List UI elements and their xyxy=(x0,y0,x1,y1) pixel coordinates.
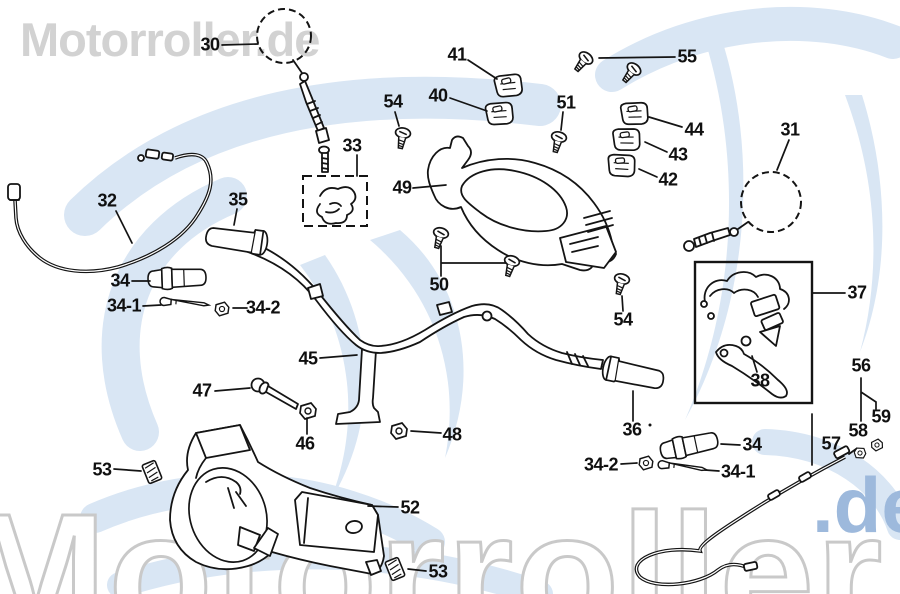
part-label-41: 41 xyxy=(447,44,467,65)
switch-43-drawing xyxy=(611,125,643,154)
nut-58-drawing xyxy=(852,445,868,461)
part-label-34-2-left: 34-2 xyxy=(245,297,281,318)
brand-watermark-bottom-text: Motorroller xyxy=(0,479,884,594)
screw-50b-drawing xyxy=(499,253,522,279)
brake-lever-box-drawing xyxy=(693,260,814,405)
clip-53-left-drawing xyxy=(140,459,164,485)
switch-40-drawing xyxy=(483,98,516,129)
nut-48-drawing xyxy=(390,422,408,440)
nut-46-drawing xyxy=(299,402,317,420)
screw-55b-drawing xyxy=(617,59,644,87)
part-label-31: 31 xyxy=(780,119,800,140)
part-label-35: 35 xyxy=(228,189,248,210)
part-label-50: 50 xyxy=(429,274,449,295)
screw-34-1-left-drawing xyxy=(159,296,210,310)
screw-54-top-drawing xyxy=(392,125,413,151)
mirror-left-drawing xyxy=(256,8,330,144)
clip-53-bottom-drawing xyxy=(383,556,407,582)
part-label-36: 36 xyxy=(622,419,642,440)
part-label-34-1-right: 34-1 xyxy=(720,461,756,482)
part-label-53-bottom: 53 xyxy=(428,561,448,582)
part-label-53-left: 53 xyxy=(92,459,112,480)
throttle-piece-right-drawing xyxy=(657,428,721,464)
part-label-44: 44 xyxy=(684,119,704,140)
brake-cable-drawing xyxy=(634,445,857,587)
part-label-58: 58 xyxy=(848,420,868,441)
switch-41-drawing xyxy=(492,70,526,101)
part-label-48: 48 xyxy=(442,424,462,445)
part-label-37: 37 xyxy=(847,282,867,303)
part-label-47: 47 xyxy=(192,380,212,401)
part-label-33: 33 xyxy=(342,135,362,156)
bolt-47-drawing xyxy=(250,377,299,410)
part-label-59: 59 xyxy=(871,406,891,427)
nut-34-2-right-drawing xyxy=(638,455,654,471)
logo-swoosh-right xyxy=(595,6,900,540)
leader-lines xyxy=(113,43,877,572)
part-label-46: 46 xyxy=(295,433,315,454)
throttle-piece-left-drawing xyxy=(146,265,208,291)
screw-54-right-drawing xyxy=(610,271,632,297)
part-label-43: 43 xyxy=(668,144,688,165)
grip-left-drawing xyxy=(203,222,270,257)
brand-watermark-suffix: .de xyxy=(812,461,900,549)
handlebar-cover-lower-drawing xyxy=(169,424,385,576)
part-label-34-left: 34 xyxy=(110,270,130,291)
part-label-34-1-left: 34-1 xyxy=(106,295,142,316)
screw-55a-drawing xyxy=(569,48,596,76)
switch-44-drawing xyxy=(619,99,651,128)
part-label-38: 38 xyxy=(750,370,770,391)
part-label-52: 52 xyxy=(400,497,420,518)
part-label-45: 45 xyxy=(298,348,318,369)
nut-59-drawing xyxy=(869,437,885,453)
part-label-49: 49 xyxy=(392,177,412,198)
part-label-42: 42 xyxy=(658,169,678,190)
switch-42-drawing xyxy=(607,152,637,179)
part-label-56: 56 xyxy=(851,355,871,376)
mirror-right-drawing xyxy=(683,171,802,252)
cable-guide-box-drawing xyxy=(302,145,368,227)
screw-51-drawing xyxy=(547,129,569,155)
part-label-51: 51 xyxy=(556,92,576,113)
screw-50a-drawing xyxy=(428,225,451,251)
part-label-34-2-right: 34-2 xyxy=(583,454,619,475)
part-label-40: 40 xyxy=(428,85,448,106)
part-label-55: 55 xyxy=(677,46,697,67)
part-label-57: 57 xyxy=(821,433,841,454)
part-label-32: 32 xyxy=(97,190,117,211)
screw-34-1-right-drawing xyxy=(656,459,709,475)
part-label-34-right: 34 xyxy=(742,434,762,455)
nut-34-2-left-drawing xyxy=(214,301,230,317)
part-label-30: 30 xyxy=(200,34,220,55)
part-label-54-top: 54 xyxy=(383,91,403,112)
handlebar-cover-upper-drawing xyxy=(426,135,617,272)
brand-watermark-top: Motorroller.de xyxy=(20,13,320,66)
throttle-cable-drawing xyxy=(7,148,213,274)
grip-right-drawing xyxy=(599,354,667,393)
part-label-54-right: 54 xyxy=(613,309,633,330)
